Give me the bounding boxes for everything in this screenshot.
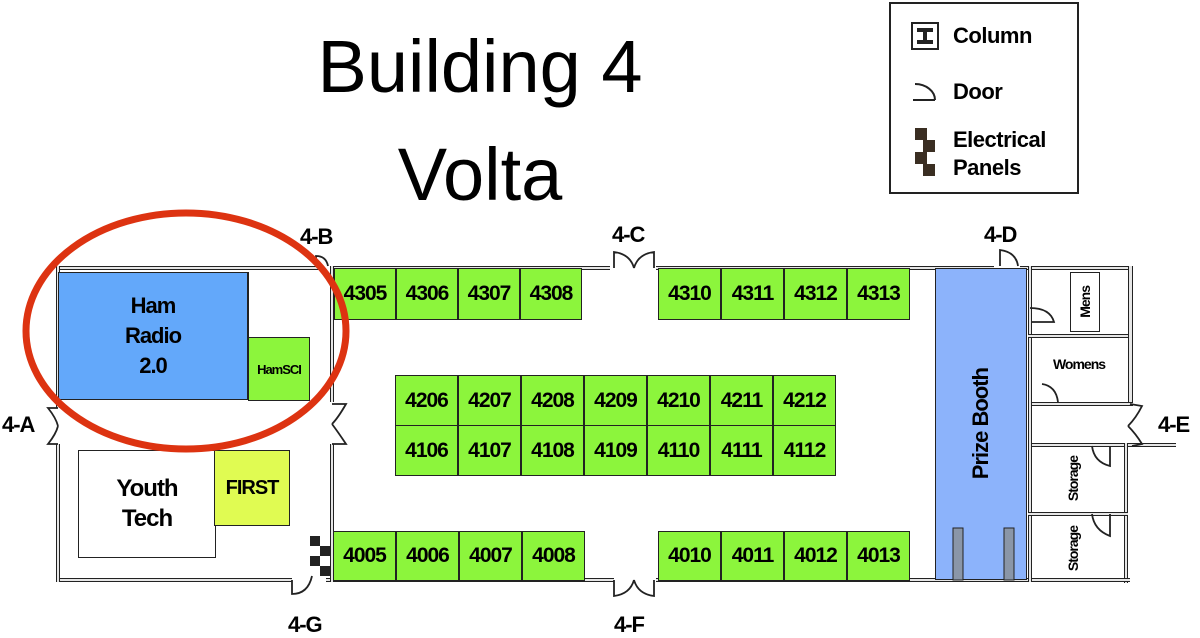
legend-item-column: Column [911,22,1032,50]
booth-4106[interactable]: 4106 [395,425,458,476]
booth-4312[interactable]: 4312 [784,268,847,320]
wall-storage-divider [1028,512,1128,516]
booth-4008[interactable]: 4008 [522,531,585,581]
booth-4310[interactable]: 4310 [658,268,721,320]
booth-4112[interactable]: 4112 [773,425,836,476]
booth-row-bottom-right: 4010 4011 4012 4013 [658,531,910,581]
room-storage-2[interactable]: Storage [1058,518,1088,580]
wall-restroom-divider [1028,334,1128,338]
youth-tech-label-line1: Youth [116,475,178,502]
room-mens[interactable]: Mens [1070,272,1100,332]
room-ham-radio[interactable]: Ham Radio 2.0 [58,272,248,400]
room-first[interactable]: FIRST [214,450,290,526]
legend-label-door: Door [953,79,1003,104]
booth-4311[interactable]: 4311 [721,268,784,320]
mens-label: Mens [1077,286,1093,318]
legend-label-panels: Panels [953,155,1021,180]
wall-inner-vertical-lower [330,444,334,582]
booth-4013[interactable]: 4013 [847,531,910,581]
booth-4210[interactable]: 4210 [647,375,710,426]
booth-row-top-right: 4310 4311 4312 4313 [658,268,910,320]
booth-4209[interactable]: 4209 [584,375,647,426]
booth-4007[interactable]: 4007 [459,531,522,581]
storage-2-label: Storage [1065,526,1081,572]
door-label-4a: 4-A [2,412,35,437]
door-label-4e: 4-E [1158,412,1190,437]
wall-east-upper [1128,266,1133,404]
legend-label-electrical: Electrical [953,127,1046,152]
map-legend: Column Door Electrical Panels [889,2,1079,194]
legend-item-electrical: Electrical Panels [911,126,1046,182]
column-icon [911,22,939,50]
electrical-panel-icon [911,126,939,182]
booth-4307[interactable]: 4307 [458,268,520,320]
wall-storage-top [1028,443,1176,447]
storage-1-label: Storage [1065,456,1081,502]
electrical-panel-icon [310,536,332,576]
room-hamsci[interactable]: HamSCI [248,337,310,401]
booth-4308[interactable]: 4308 [520,268,582,320]
ham-radio-label-line1: Ham [130,293,177,318]
booth-4109[interactable]: 4109 [584,425,647,476]
booth-4012[interactable]: 4012 [784,531,847,581]
room-womens[interactable]: Womens [1052,356,1106,372]
door-label-4d: 4-D [984,222,1017,247]
ham-radio-label-line3: 2.0 [139,353,168,378]
booth-4108[interactable]: 4108 [521,425,584,476]
door-label-4c: 4-C [612,222,645,247]
ham-radio-label-line2: Radio [124,323,182,348]
wall-restroom-bottom [1028,402,1133,406]
booth-4110[interactable]: 4110 [647,425,710,476]
door-label-4g: 4-G [288,612,323,637]
booth-4005[interactable]: 4005 [333,531,396,581]
youth-tech-label-line2: Tech [121,505,173,532]
door-icon [911,82,939,102]
booth-4208[interactable]: 4208 [521,375,584,426]
open-area [248,272,310,337]
wall-south-west [56,578,292,582]
booth-row-top-left: 4305 4306 4307 4308 [334,268,582,320]
map-title-line2: Volta [397,133,563,216]
room-youth-tech[interactable]: Youth Tech [78,450,216,558]
booth-4306[interactable]: 4306 [396,268,458,320]
booth-4211[interactable]: 4211 [710,375,773,426]
wall-west-lower [56,444,60,582]
booth-4010[interactable]: 4010 [658,531,721,581]
door-label-4b: 4-B [300,224,333,249]
booth-4207[interactable]: 4207 [458,375,521,426]
legend-item-door: Door [911,79,1003,104]
door-label-4f: 4-F [614,612,645,637]
room-prize-booth[interactable]: Prize Booth [935,268,1027,580]
booth-row-middle-top: 4206 4207 4208 4209 4210 4211 4212 [395,375,836,426]
booth-4313[interactable]: 4313 [847,268,910,320]
booth-4107[interactable]: 4107 [458,425,521,476]
room-storage-1[interactable]: Storage [1058,448,1088,510]
booth-4305[interactable]: 4305 [334,268,396,320]
booth-row-bottom-left: 4005 4006 4007 4008 [333,531,585,581]
booth-4206[interactable]: 4206 [395,375,458,426]
wall-restroom-west [1028,266,1032,582]
booth-row-middle-bottom: 4106 4107 4108 4109 4110 4111 4112 [395,425,836,476]
booth-4212[interactable]: 4212 [773,375,836,426]
booth-4011[interactable]: 4011 [721,531,784,581]
booth-4006[interactable]: 4006 [396,531,459,581]
legend-label-column: Column [953,23,1032,48]
prize-booth-label: Prize Booth [968,368,993,480]
booth-4111[interactable]: 4111 [710,425,773,476]
map-title-line1: Building 4 [317,25,643,108]
wall-north-3 [1020,266,1132,270]
